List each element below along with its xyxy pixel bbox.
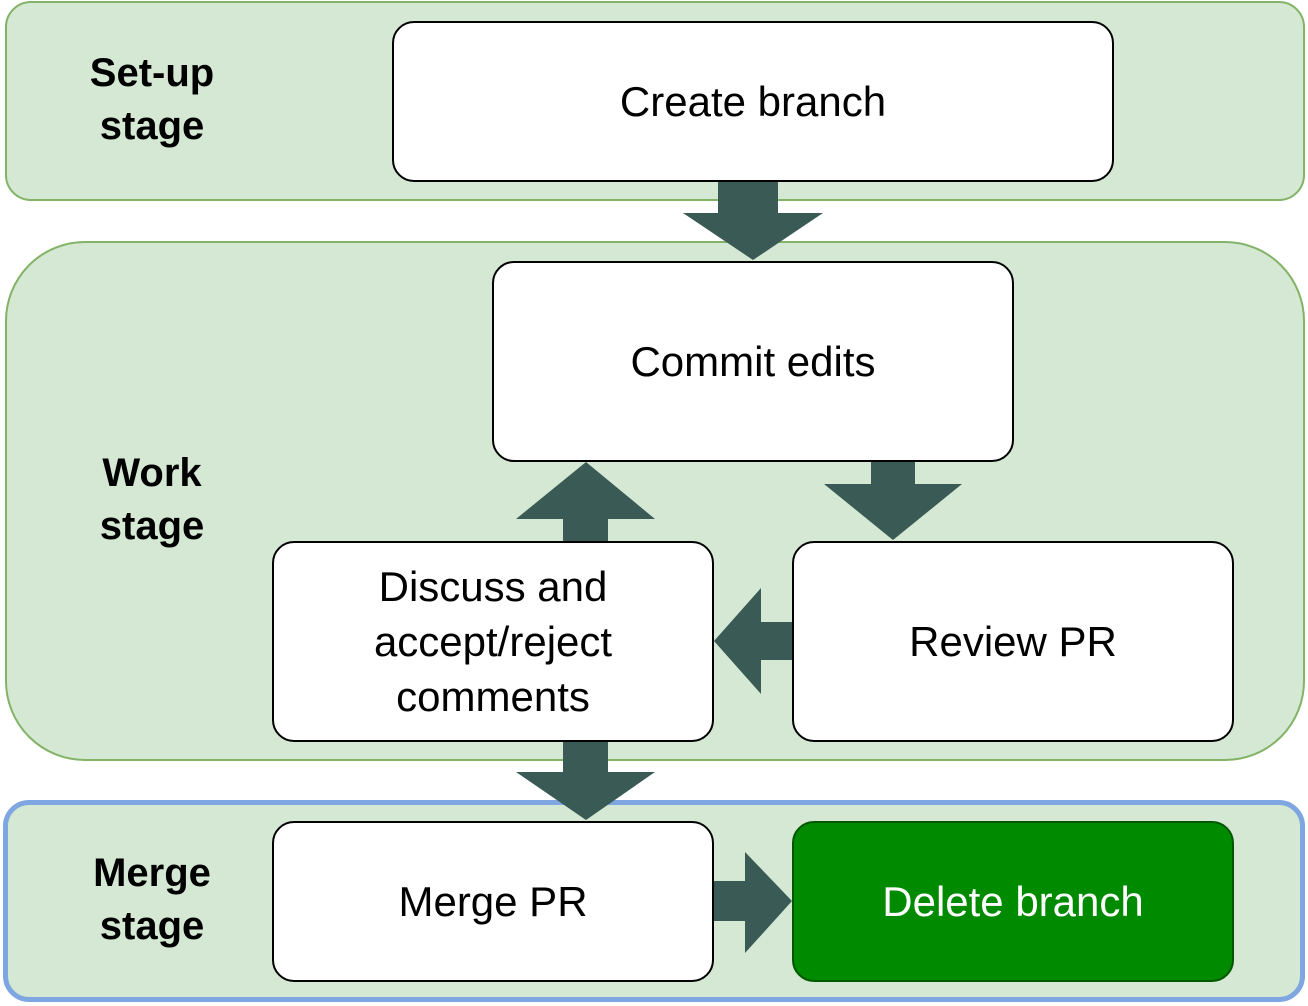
- arrow-commit-to-review: [824, 461, 962, 540]
- delete-branch-step: Delete branch: [792, 821, 1234, 982]
- arrow-discuss-to-commit: [516, 462, 655, 541]
- create-branch-step: Create branch: [392, 21, 1114, 182]
- review-pr-step: Review PR: [792, 541, 1234, 742]
- commit-edits-step: Commit edits: [492, 261, 1014, 462]
- discuss-comments-step: Discuss and accept/reject comments: [272, 541, 714, 742]
- arrow-merge-to-delete: [714, 852, 792, 953]
- arrow-review-to-discuss: [714, 588, 793, 694]
- arrow-discuss-to-merge: [516, 741, 655, 820]
- work-stage-label: Work stage: [99, 451, 205, 548]
- merge-pr-step: Merge PR: [272, 821, 714, 982]
- arrow-create-to-commit: [683, 181, 823, 260]
- merge-stage-label: Merge stage: [93, 851, 211, 948]
- setup-stage-label: Set-up stage: [89, 51, 215, 148]
